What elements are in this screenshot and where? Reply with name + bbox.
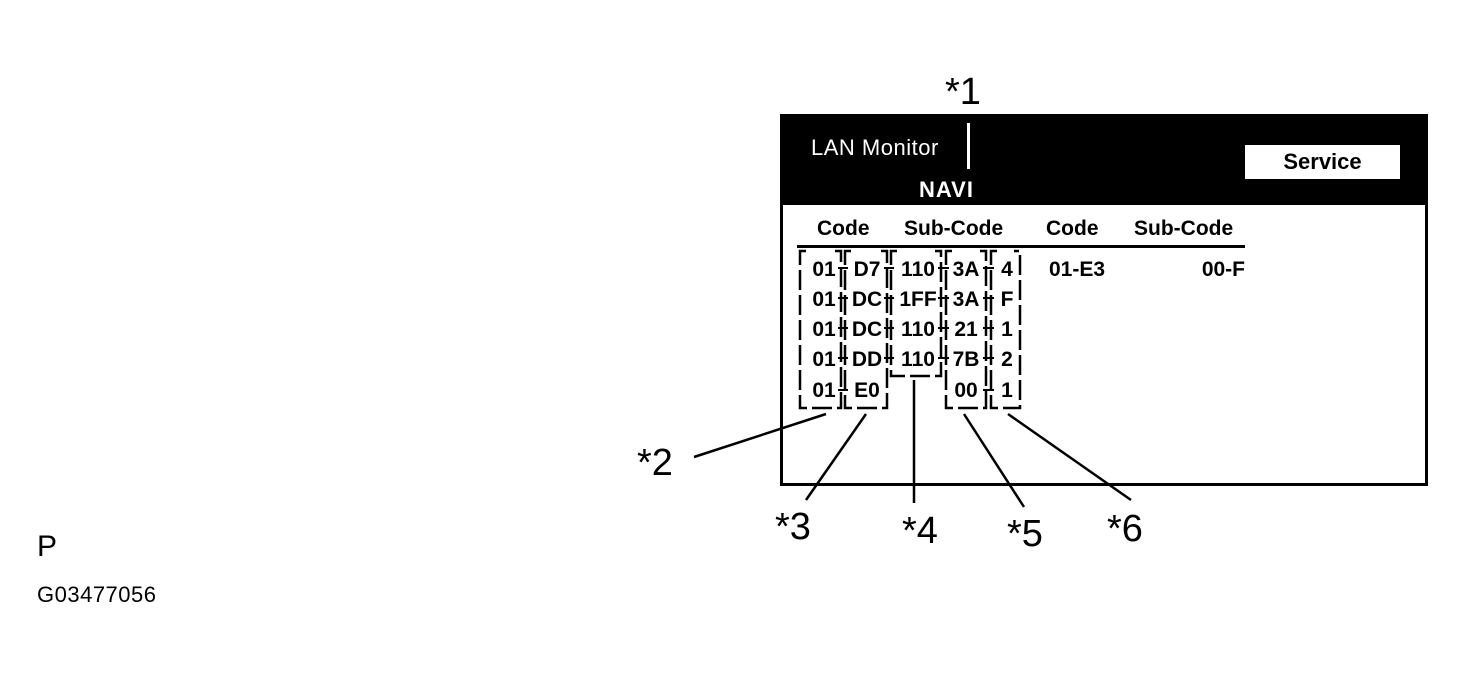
callout-2: *2 bbox=[637, 442, 673, 484]
code-part-2: DD bbox=[851, 348, 883, 371]
sub-code-part-3: F bbox=[1000, 288, 1014, 311]
column-header-sub-code: Sub-Code bbox=[904, 217, 1004, 240]
code-part-2: D7 bbox=[853, 258, 881, 281]
code-part-1: 01 bbox=[812, 258, 836, 281]
second-code-value: 01-E3 bbox=[1048, 258, 1106, 281]
callout-3: *3 bbox=[775, 506, 811, 548]
sub-code-part-2: 21 bbox=[954, 318, 978, 341]
figure-code: G03477056 bbox=[37, 582, 157, 607]
lan-monitor-screen: LAN Monitor NAVI Service Code Sub-Code C… bbox=[780, 114, 1428, 486]
code-part-1: 01 bbox=[812, 318, 836, 341]
sub-code-part-2: 00 bbox=[954, 379, 978, 402]
sub-code-part-2: 7B bbox=[952, 348, 980, 371]
sub-code-part-3: 1 bbox=[1001, 318, 1013, 341]
screen-title: LAN Monitor bbox=[811, 135, 939, 160]
code-part-1: 01 bbox=[812, 379, 836, 402]
sub-code-part-3: 2 bbox=[1001, 348, 1013, 371]
callout-1: *1 bbox=[945, 71, 981, 113]
sub-code-part-1: 1FF bbox=[899, 288, 937, 311]
sub-code-part-2: 3A bbox=[952, 288, 980, 311]
callout-4: *4 bbox=[902, 510, 938, 552]
callout-5: *5 bbox=[1007, 513, 1043, 555]
header-divider bbox=[967, 123, 970, 169]
code-part-2: E0 bbox=[854, 379, 880, 402]
code-part-1: 01 bbox=[812, 348, 836, 371]
code-part-1: 01 bbox=[812, 288, 836, 311]
header-rule bbox=[797, 245, 1245, 248]
service-button[interactable]: Service bbox=[1245, 145, 1400, 179]
sub-code-part-3: 1 bbox=[1001, 379, 1013, 402]
sub-code-part-2: 3A bbox=[952, 258, 980, 281]
column-header-code: Code bbox=[817, 217, 870, 240]
code-part-2: DC bbox=[851, 318, 883, 341]
callout-6: *6 bbox=[1107, 508, 1143, 550]
sub-code-part-1: 110 bbox=[901, 348, 935, 371]
column-header-code-2: Code bbox=[1046, 217, 1099, 240]
figure-letter: P bbox=[37, 530, 58, 563]
sub-code-part-1: 110 bbox=[901, 318, 935, 341]
sub-code-part-1: 110 bbox=[901, 258, 935, 281]
column-header-sub-code-2: Sub-Code bbox=[1134, 217, 1234, 240]
second-sub-code-value: 00-F bbox=[1201, 258, 1245, 281]
code-part-2: DC bbox=[851, 288, 883, 311]
sub-code-part-3: 4 bbox=[1001, 258, 1013, 281]
screen-subtitle: NAVI bbox=[919, 177, 974, 202]
screen-header: LAN Monitor NAVI Service bbox=[783, 117, 1425, 205]
